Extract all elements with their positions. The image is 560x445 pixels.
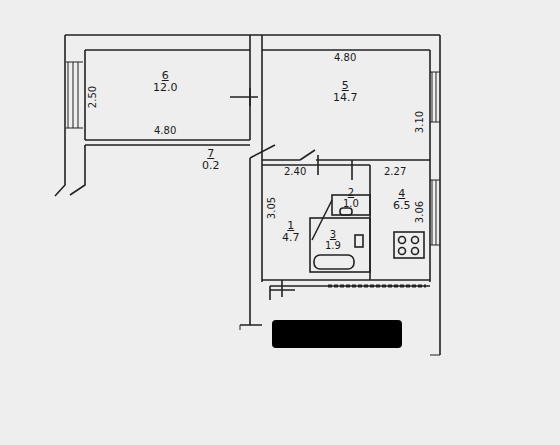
burner bbox=[399, 237, 406, 244]
room-area: 14.7 bbox=[333, 92, 358, 104]
burner bbox=[412, 248, 419, 255]
room-area: 12.0 bbox=[153, 82, 178, 94]
dimension-label: 3.05 bbox=[267, 196, 277, 220]
room-area: 6.5 bbox=[393, 200, 411, 212]
wall bbox=[240, 280, 430, 325]
dimension-label: 2.40 bbox=[283, 167, 307, 177]
room-label: 14.7 bbox=[282, 220, 300, 243]
window bbox=[430, 180, 440, 245]
door-swing bbox=[312, 200, 332, 240]
toilet-room bbox=[332, 195, 370, 215]
dimension-label: 2.50 bbox=[88, 85, 98, 109]
room-area: 1.0 bbox=[343, 199, 359, 210]
wall bbox=[85, 140, 250, 145]
room-area: 4.7 bbox=[282, 232, 300, 244]
toilet bbox=[340, 208, 352, 215]
room-number: 2 bbox=[343, 188, 359, 199]
burner bbox=[412, 237, 419, 244]
room-label: 70.2 bbox=[202, 148, 220, 171]
room-number: 1 bbox=[282, 220, 300, 232]
redaction bbox=[272, 320, 402, 348]
room-number: 7 bbox=[202, 148, 220, 160]
room-number: 4 bbox=[393, 188, 411, 200]
wall bbox=[262, 165, 370, 280]
wall bbox=[65, 35, 440, 50]
room-label: 21.0 bbox=[343, 188, 359, 209]
room-area: 1.9 bbox=[325, 241, 341, 252]
room-number: 5 bbox=[333, 80, 358, 92]
bathtub bbox=[314, 255, 354, 269]
window bbox=[430, 72, 440, 122]
room-label: 31.9 bbox=[325, 230, 341, 251]
burner bbox=[399, 248, 406, 255]
door-mark bbox=[230, 88, 258, 106]
wall bbox=[55, 35, 85, 196]
room-number: 3 bbox=[325, 230, 341, 241]
wall bbox=[430, 35, 440, 355]
dimension-label: 3.10 bbox=[415, 110, 425, 134]
wall bbox=[262, 159, 430, 161]
room-area: 0.2 bbox=[202, 160, 220, 172]
room-label: 514.7 bbox=[333, 80, 358, 103]
stove bbox=[394, 232, 424, 258]
dimension-label: 2.27 bbox=[383, 167, 407, 177]
dimension-label: 4.80 bbox=[333, 53, 357, 63]
wall bbox=[250, 35, 262, 325]
door-mark bbox=[270, 280, 295, 297]
room-label: 46.5 bbox=[393, 188, 411, 211]
window bbox=[66, 62, 83, 128]
sink bbox=[355, 235, 363, 247]
dimension-label: 3.06 bbox=[415, 200, 425, 224]
room-label: 612.0 bbox=[153, 70, 178, 93]
room-number: 6 bbox=[153, 70, 178, 82]
door-swing bbox=[250, 145, 352, 180]
dimension-label: 4.80 bbox=[153, 126, 177, 136]
radiator bbox=[328, 285, 426, 288]
